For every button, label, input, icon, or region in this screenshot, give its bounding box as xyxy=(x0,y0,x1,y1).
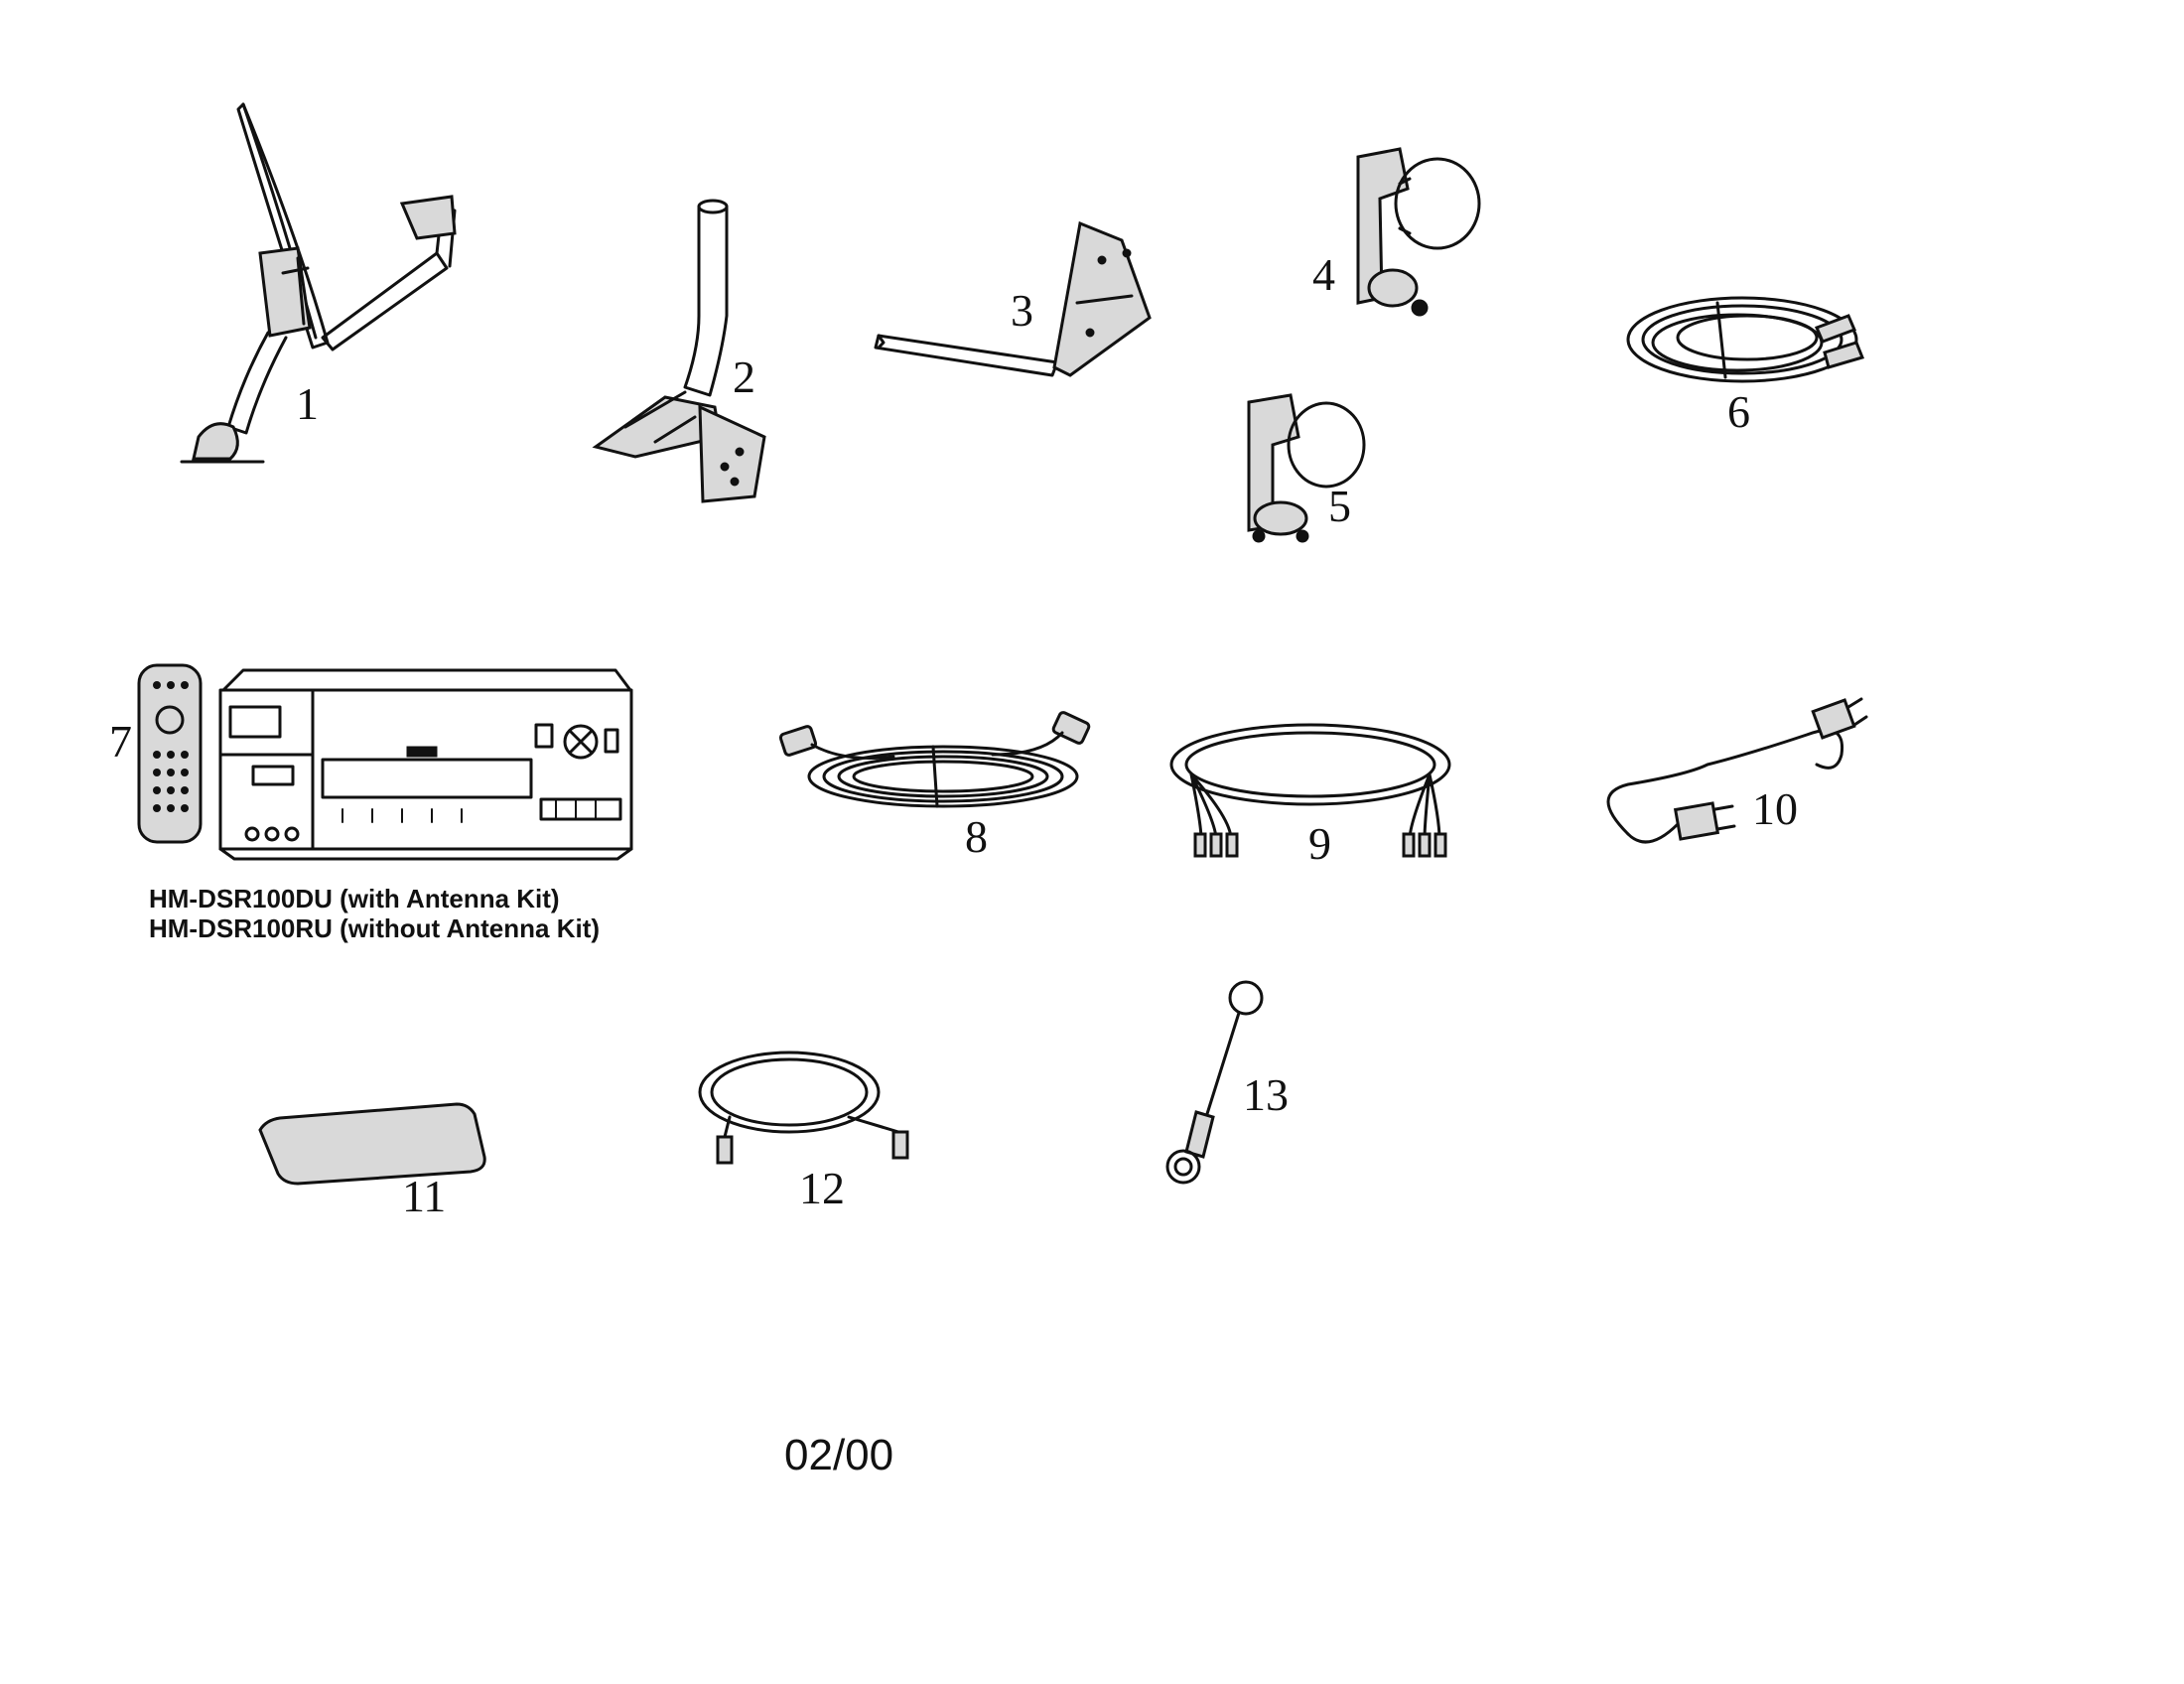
lnb-support-arm-icon xyxy=(874,220,1152,377)
part-number-6: 6 xyxy=(1727,386,1750,437)
phone-cable-icon xyxy=(778,711,1091,808)
part-number-7: 7 xyxy=(109,716,132,767)
part-number-13: 13 xyxy=(1243,1069,1289,1120)
satellite-dish-icon xyxy=(180,102,457,464)
mast-mount-icon xyxy=(592,199,766,503)
part-number-3: 3 xyxy=(1011,285,1033,336)
lnbf-single-icon xyxy=(1356,147,1481,317)
model-line-du: HM-DSR100DU (with Antenna Kit) xyxy=(149,884,560,913)
part-number-5: 5 xyxy=(1328,481,1351,531)
part-number-11: 11 xyxy=(402,1171,446,1221)
date-code: 02/00 xyxy=(784,1431,893,1479)
power-cord-icon xyxy=(1606,697,1868,844)
part-number-9: 9 xyxy=(1308,818,1331,869)
part-number-10: 10 xyxy=(1752,783,1798,834)
part-number-2: 2 xyxy=(733,351,755,402)
level-tool-icon xyxy=(1165,980,1264,1185)
part-number-4: 4 xyxy=(1312,249,1335,300)
av-cable-icon xyxy=(1169,723,1451,858)
part-number-12: 12 xyxy=(799,1163,845,1213)
model-line-ru: HM-DSR100RU (without Antenna Kit) xyxy=(149,913,600,943)
card-icon xyxy=(258,1102,486,1186)
coax-cable-icon xyxy=(1626,296,1865,383)
part-number-8: 8 xyxy=(965,811,988,862)
lnbf-dual-icon xyxy=(1247,393,1366,543)
receiver-and-remote-icon xyxy=(137,663,633,861)
part-number-1: 1 xyxy=(296,378,319,429)
s-video-cable-icon xyxy=(698,1051,909,1165)
